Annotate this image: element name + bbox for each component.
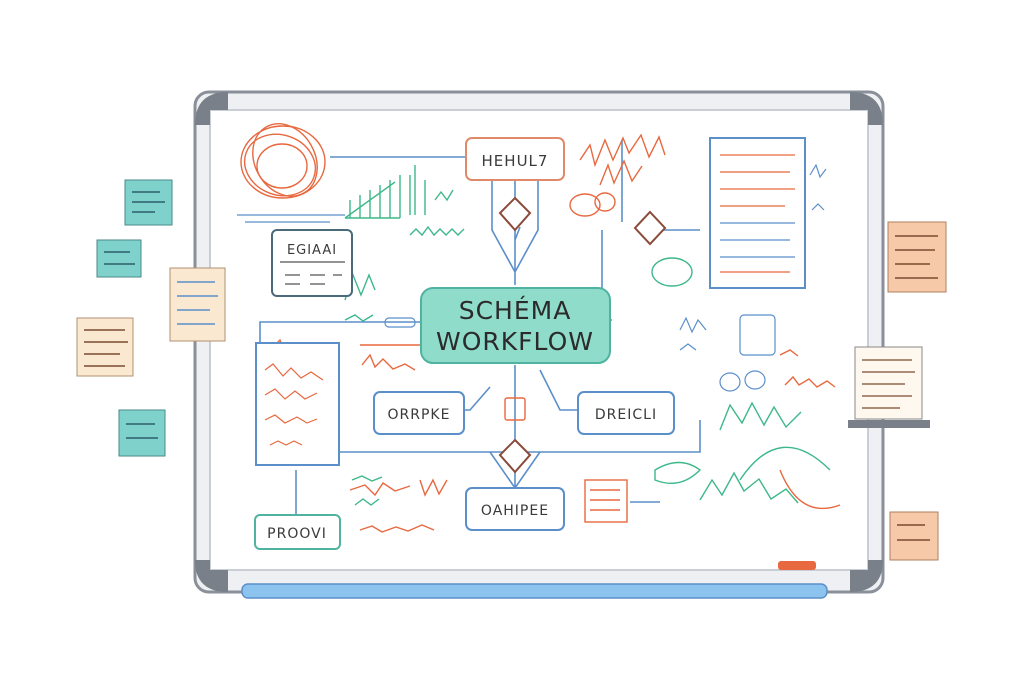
diamond-bottom — [498, 438, 532, 474]
center-label-line1: SCHÉMA — [459, 296, 572, 325]
sticky-notes — [76, 179, 947, 561]
diamond-top — [498, 196, 532, 232]
node-left-table-label: EGIAAI — [287, 243, 337, 258]
node-bottom[interactable]: OAHIPEE — [465, 487, 565, 531]
diamond-right — [633, 210, 667, 246]
node-bottom-label: OAHIPEE — [481, 503, 549, 519]
sticky-note-beige-1 — [169, 267, 226, 342]
sticky-note-orange-1 — [887, 221, 947, 293]
sticky-note-teal-3 — [118, 409, 166, 457]
node-top[interactable]: HEHUL7 — [465, 137, 565, 181]
scribble-blue — [237, 163, 827, 392]
node-bottom-left-label: PROOVI — [267, 526, 327, 542]
node-mid-right-label: DREICLI — [595, 407, 657, 423]
shelf — [848, 420, 930, 428]
node-mid-right[interactable]: DREICLI — [577, 391, 675, 435]
node-mid-left[interactable]: ORRPKE — [373, 391, 465, 435]
sticky-note-teal-2 — [96, 239, 142, 278]
marker-tray — [241, 583, 828, 599]
left-tall-panel — [255, 342, 340, 466]
center-label-line2: WORKFLOW — [436, 327, 594, 356]
document-panel — [709, 137, 806, 289]
sticky-note-beige-2 — [76, 317, 134, 377]
sticky-note-teal-1 — [124, 179, 173, 226]
node-mid-left-label: ORRPKE — [388, 407, 451, 423]
node-bottom-left[interactable]: PROOVI — [254, 514, 341, 550]
node-center[interactable]: SCHÉMA WORKFLOW — [420, 287, 611, 364]
sticky-note-paper — [854, 346, 923, 420]
sticky-note-orange-2 — [889, 511, 939, 561]
node-left-table[interactable]: EGIAAI — [271, 229, 353, 297]
scribble-green — [344, 165, 831, 506]
marker[interactable] — [778, 561, 816, 570]
node-top-label: HEHUL7 — [482, 152, 549, 170]
